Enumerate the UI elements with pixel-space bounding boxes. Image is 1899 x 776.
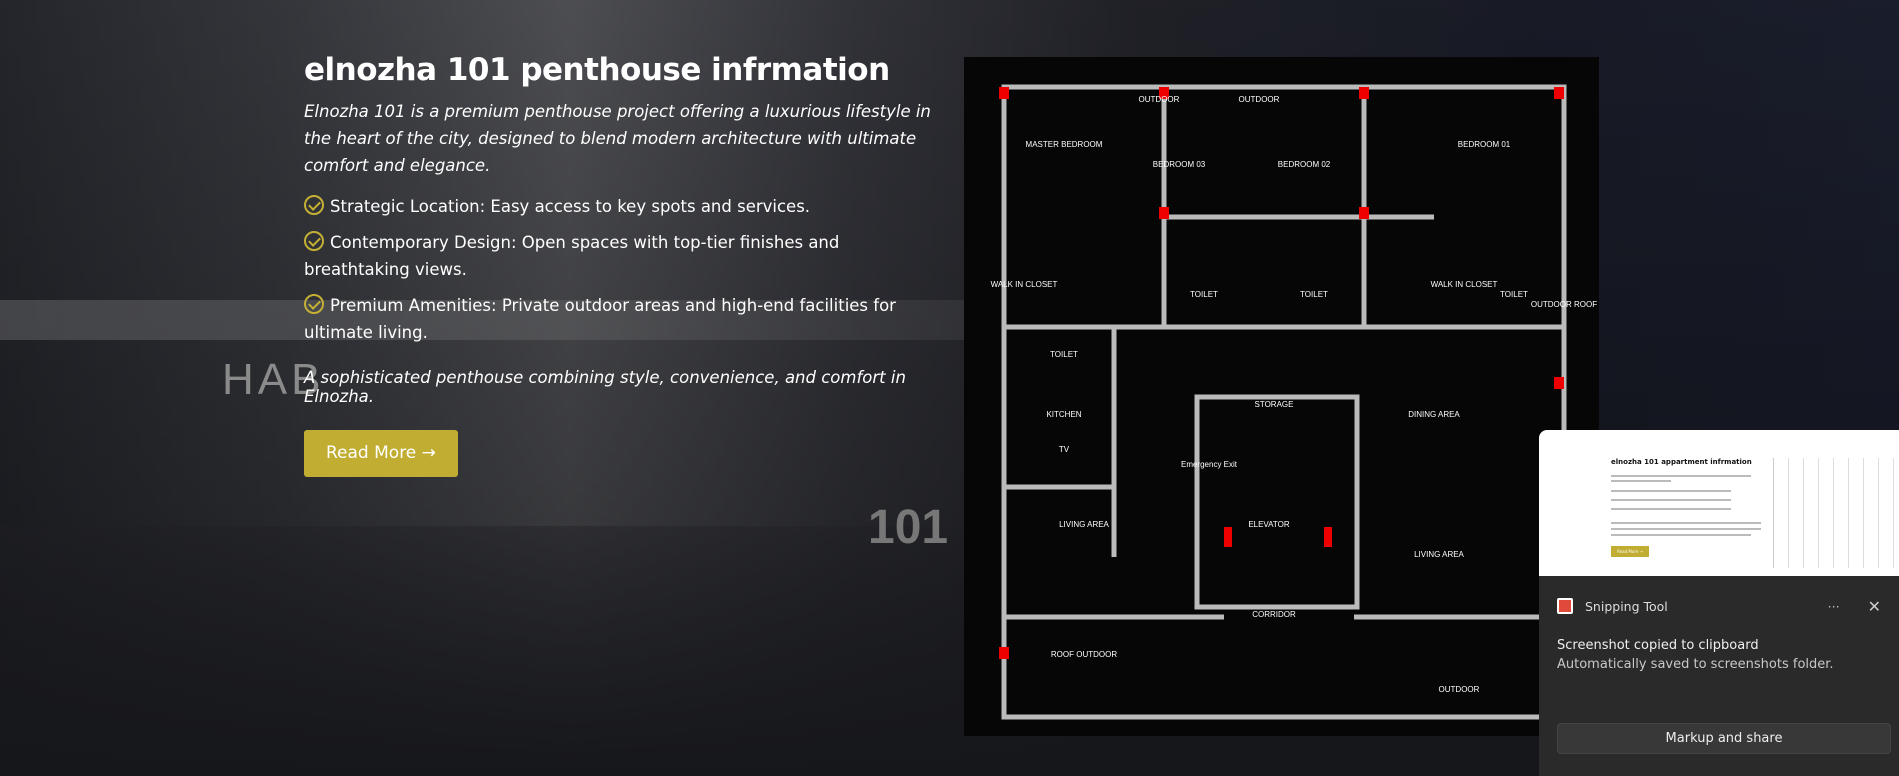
room-label: OUTDOOR (1439, 685, 1480, 694)
feature-list: Strategic Location: Easy access to key s… (304, 193, 944, 346)
check-circle-icon (304, 195, 324, 215)
check-circle-icon (304, 231, 324, 251)
tagline: A sophisticated penthouse combining styl… (304, 368, 906, 406)
markup-and-share-button[interactable]: Markup and share (1557, 723, 1891, 754)
room-label: ROOF OUTDOOR (1051, 650, 1117, 659)
building-sign: HAB (222, 355, 325, 404)
hero-content: elnozha 101 penthouse infrmation Elnozha… (304, 50, 944, 477)
room-label: WALK IN CLOSET (991, 280, 1058, 289)
room-label: LIVING AREA (1414, 550, 1464, 559)
room-label: TOILET (1500, 290, 1528, 299)
room-label: BEDROOM 02 (1278, 160, 1331, 169)
intro-text: Elnozha 101 is a premium penthouse proje… (304, 102, 931, 175)
notification-body: Automatically saved to screenshots folde… (1557, 657, 1834, 672)
floor-plan-image: MASTER BEDROOM OUTDOOR OUTDOOR BEDROOM 03 BE… (964, 57, 1599, 736)
room-label: TV (1059, 445, 1070, 454)
check-circle-icon (304, 294, 324, 314)
snipping-tool-icon (1557, 598, 1573, 614)
room-label: TOILET (1190, 290, 1218, 299)
room-label: Emergency Exit (1181, 460, 1238, 469)
room-label: MASTER BEDROOM (1026, 140, 1103, 149)
room-label: ELEVATOR (1248, 520, 1290, 529)
room-label: CORRIDOR (1252, 610, 1296, 619)
room-label: KITCHEN (1046, 410, 1081, 419)
feature-item: Contemporary Design: Open spaces with to… (304, 231, 840, 279)
room-label: BEDROOM 01 (1458, 140, 1511, 149)
room-label: OUTDOOR (1139, 95, 1180, 104)
floor-plan-drawing: MASTER BEDROOM OUTDOOR OUTDOOR BEDROOM 03 BE… (991, 84, 1597, 720)
building-number: 101 (868, 501, 949, 554)
app-name: Snipping Tool (1585, 598, 1668, 614)
read-more-button[interactable]: Read More → (304, 430, 458, 477)
room-label: TOILET (1050, 350, 1078, 359)
feature-item: Premium Amenities: Private outdoor areas… (304, 294, 896, 342)
room-label: LIVING AREA (1059, 520, 1109, 529)
room-label: BEDROOM 03 (1153, 160, 1206, 169)
room-label: STORAGE (1255, 400, 1294, 409)
room-label: WALK IN CLOSET (1431, 280, 1498, 289)
room-label: OUTDOOR (1239, 95, 1280, 104)
room-label: OUTDOOR ROOF (1531, 300, 1597, 309)
feature-item: Strategic Location: Easy access to key s… (304, 193, 944, 220)
room-label: DINING AREA (1408, 410, 1460, 419)
page-title: elnozha 101 penthouse infrmation (304, 52, 890, 88)
more-options-button[interactable]: ··· (1827, 598, 1840, 614)
close-icon[interactable]: ✕ (1867, 596, 1881, 616)
notification-title: Screenshot copied to clipboard (1557, 638, 1759, 653)
snipping-tool-notification[interactable]: elnozha 101 appartment infrmation Read M… (1539, 430, 1899, 776)
screenshot-thumbnail[interactable]: elnozha 101 appartment infrmation Read M… (1539, 430, 1899, 576)
room-label: TOILET (1300, 290, 1328, 299)
